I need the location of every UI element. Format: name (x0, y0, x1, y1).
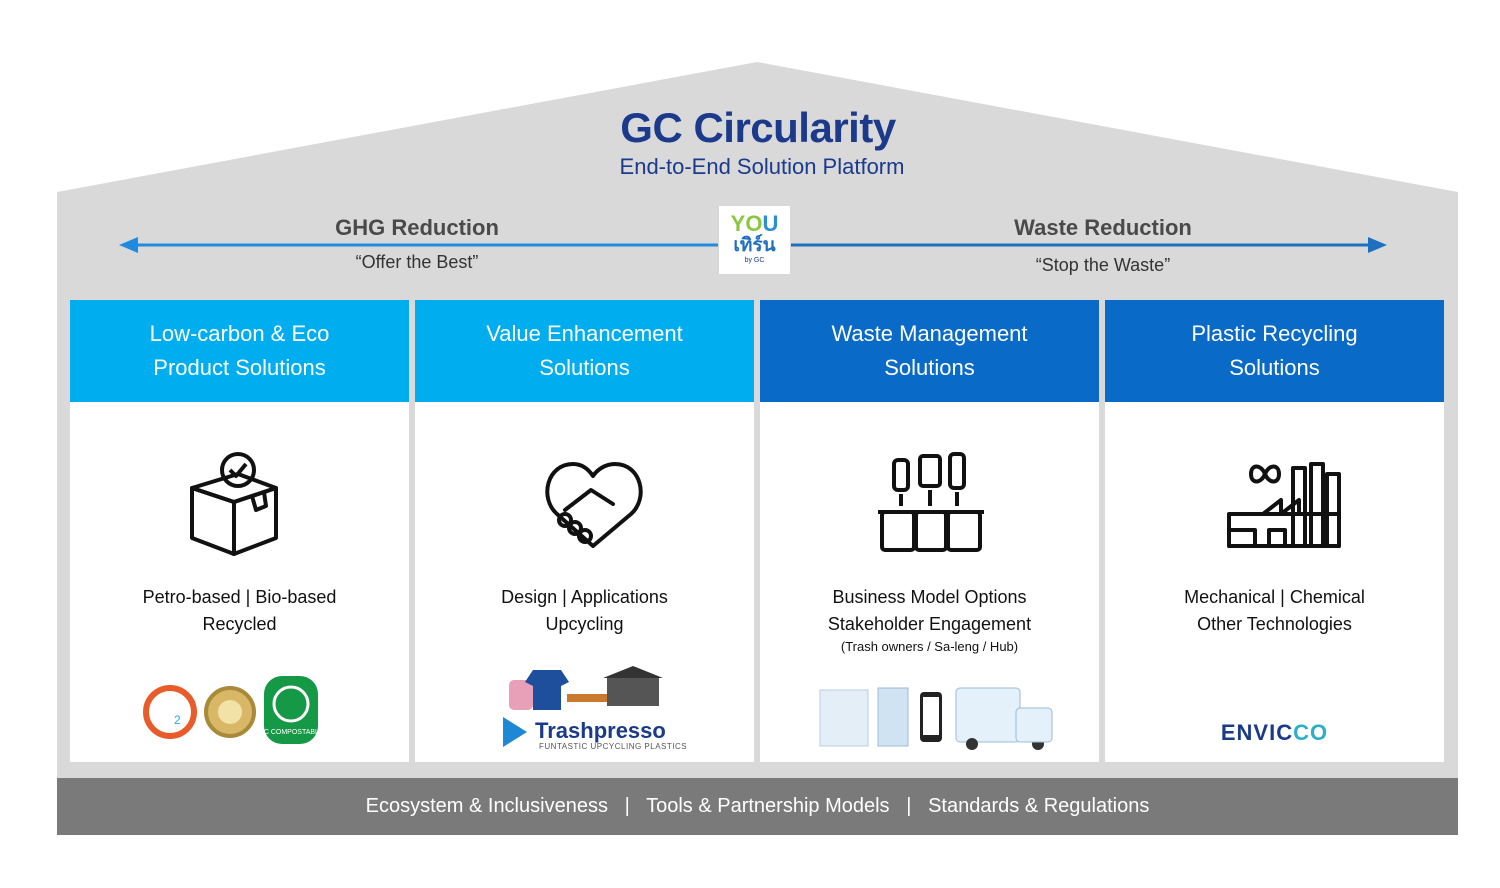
desc-line1: Petro-based | Bio-based (142, 587, 337, 607)
waste-sorting-icon (878, 452, 984, 552)
waste-arrow-head (1368, 237, 1387, 253)
ghg-tagline: “Offer the Best” (355, 252, 479, 272)
logo-thai-text: เทิร์น (733, 235, 776, 256)
desc-line2: Other Technologies (1197, 614, 1352, 634)
header-line2: Product Solutions (153, 355, 326, 380)
header-line1: Waste Management (831, 321, 1028, 346)
trashpresso-play-icon (503, 717, 527, 747)
waste-tagline: “Stop the Waste” (1035, 255, 1171, 275)
desc-line2: Upcycling (545, 614, 624, 634)
trashpresso-tagline: FUNTASTIC UPCYCLING PLASTICS (539, 742, 688, 751)
page-title: GC Circularity (620, 104, 896, 151)
header-line2: Solutions (1229, 355, 1320, 380)
ghg-reduction-label: GHG Reduction (335, 215, 499, 240)
header-line2: Solutions (884, 355, 975, 380)
envicco-a: ENVIC (1220, 720, 1294, 745)
waste-machines-image (819, 687, 1053, 750)
handshake-heart-icon (545, 462, 643, 548)
compostable-badge-text: GC COMPOSTABLE (258, 729, 324, 736)
logo-you-u: U (762, 211, 779, 236)
waste-reduction-label: Waste Reduction (1014, 215, 1192, 240)
eco-label-badges: 2 GC COMPOSTABLE (143, 676, 324, 744)
column-description: Mechanical | Chemical Other Technologies (1105, 584, 1444, 638)
desc-line2: Recycled (202, 614, 277, 634)
upcycled-products-image (509, 666, 663, 710)
page-subtitle: End-to-End Solution Platform (619, 154, 905, 179)
ghg-arrow-head (119, 237, 138, 253)
header-line1: Low-carbon & Eco (149, 321, 330, 346)
header-line1: Value Enhancement (486, 321, 683, 346)
header-line1: Plastic Recycling (1191, 321, 1358, 346)
desc-small: (Trash owners / Sa-leng / Hub) (840, 639, 1019, 654)
header-line2: Solutions (539, 355, 630, 380)
desc-line1: Business Model Options (832, 587, 1027, 607)
svg-text:2: 2 (174, 713, 181, 727)
column-description: Petro-based | Bio-based Recycled (70, 584, 409, 638)
logo-gc-text: by GC (744, 257, 765, 264)
footer-bar: Ecosystem & Inclusiveness | Tools & Part… (57, 778, 1458, 835)
desc-line1: Mechanical | Chemical (1184, 587, 1365, 607)
envicco-logo: ENVICCO (1105, 720, 1444, 746)
logo-you-yo: YO (730, 211, 763, 236)
trashpresso-logo: Trashpresso (535, 718, 666, 743)
envicco-b: CO (1293, 720, 1329, 745)
desc-line2: Stakeholder Engagement (827, 614, 1032, 634)
recycling-factory-icon (1227, 462, 1341, 548)
column-description: Design | Applications Upcycling (415, 584, 754, 638)
desc-line1: Design | Applications (501, 587, 668, 607)
box-check-icon (190, 452, 278, 556)
you-turn-logo: YOU เทิร์น by GC (718, 205, 791, 275)
column-description: Business Model Options Stakeholder Engag… (760, 584, 1099, 656)
